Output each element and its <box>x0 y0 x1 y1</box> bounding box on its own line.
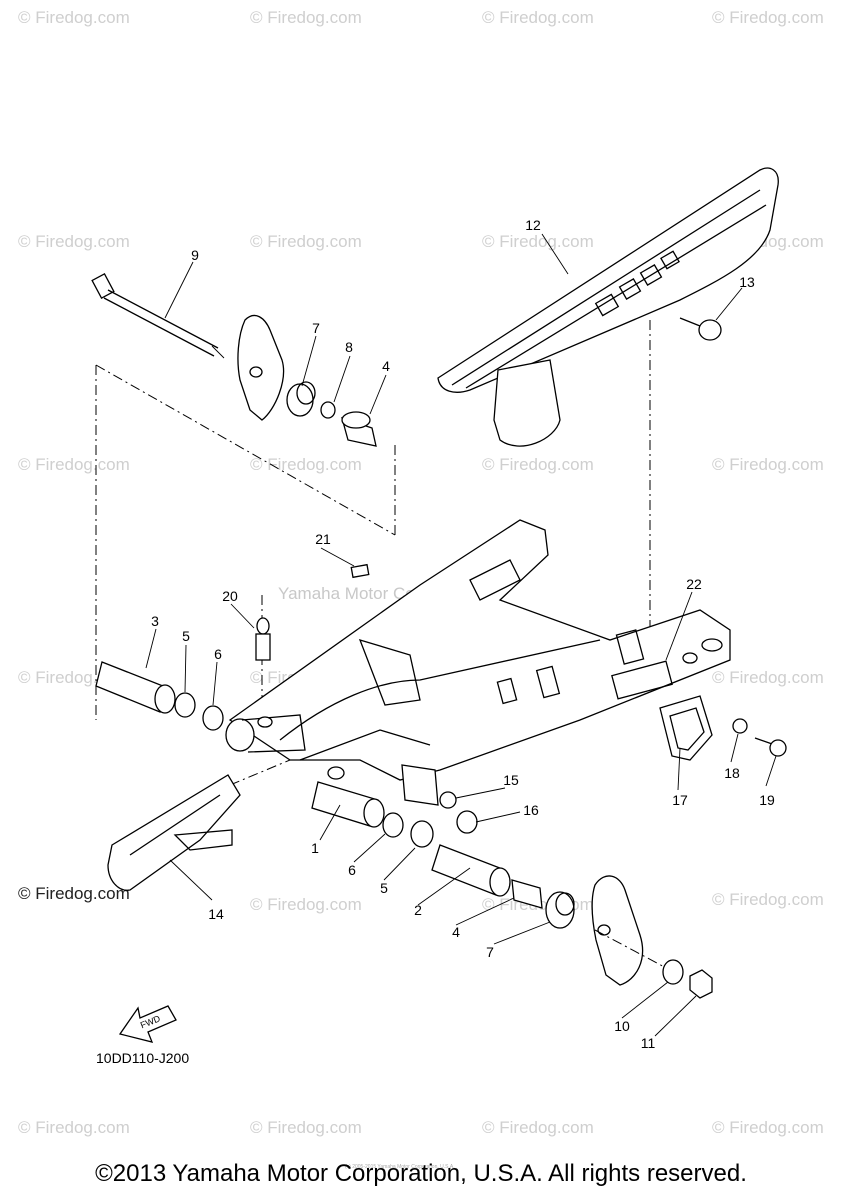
firedog-watermark: © Firedog.com <box>18 8 130 27</box>
callout-number: 3 <box>151 613 159 629</box>
callout-number: 4 <box>452 924 460 940</box>
callout-number: 12 <box>525 217 541 233</box>
callout-number: 5 <box>182 628 190 644</box>
callout-number: 1 <box>311 840 319 856</box>
copyright-notice: ©2013 Yamaha Motor Corporation, U.S.A. A… <box>95 1160 747 1187</box>
callout-number: 16 <box>523 802 539 818</box>
firedog-watermark: © Firedog.com <box>712 455 824 474</box>
swingarm <box>225 519 731 781</box>
callout-number: 17 <box>672 792 688 808</box>
callout-number: 8 <box>345 339 353 355</box>
callout-number: 7 <box>486 944 494 960</box>
callout-number: 19 <box>759 792 775 808</box>
callout-number: 14 <box>208 906 224 922</box>
callout-number: 20 <box>222 588 238 604</box>
callout-number: 2 <box>414 902 422 918</box>
firedog-watermark: © Firedog.com <box>250 895 362 914</box>
diagram-code: 10DD110-J200 <box>96 1050 190 1066</box>
callout-number: 5 <box>380 880 388 896</box>
guard-bolt <box>679 317 722 341</box>
chain-slider <box>107 774 241 891</box>
callout-number: 10 <box>614 1018 630 1034</box>
callout-number: 22 <box>686 576 702 592</box>
firedog-watermark: © Firedog.com <box>250 455 362 474</box>
firedog-watermark: © Firedog.com <box>712 1118 824 1137</box>
firedog-watermark: © Firedog.com <box>712 8 824 27</box>
callout-number: 21 <box>315 531 331 547</box>
fwd-arrow-icon: FWD <box>118 1005 177 1043</box>
firedog-watermark: © Firedog.com <box>250 1118 362 1137</box>
chain-guard <box>437 167 779 447</box>
firedog-watermark: © Firedog.com <box>482 232 594 251</box>
fine-print: (c) 2005-2015 Yamaha Motor Corporation, … <box>345 1164 455 1170</box>
firedog-watermark: © Firedog.com <box>18 232 130 251</box>
firedog-watermark: © Firedog.com <box>250 232 362 251</box>
pivot-bolt <box>91 273 225 359</box>
firedog-watermark-dark: © Firedog.com <box>18 884 130 903</box>
firedog-watermark: © Firedog.com <box>482 455 594 474</box>
firedog-watermark: © Firedog.com <box>18 1118 130 1137</box>
callout-number: 11 <box>640 1035 656 1051</box>
firedog-watermark: © Firedog.com <box>250 8 362 27</box>
firedog-watermark: © Firedog.com <box>712 890 824 909</box>
callout-number: 9 <box>191 247 199 263</box>
callout-number: 4 <box>382 358 390 374</box>
bushing-upper <box>341 411 377 447</box>
firedog-watermark: © Firedog.com <box>712 668 824 687</box>
callout-number: 13 <box>739 274 755 290</box>
callout-number: 18 <box>724 765 740 781</box>
callout-number: 6 <box>348 862 356 878</box>
firedog-watermark: © Firedog.com <box>482 8 594 27</box>
collar-upper <box>286 381 316 417</box>
callout-number: 7 <box>312 320 320 336</box>
firedog-watermark: © Firedog.com <box>482 1118 594 1137</box>
callout-number: 6 <box>214 646 222 662</box>
firedog-watermark: © Firedog.com <box>18 455 130 474</box>
callout-number: 15 <box>503 772 519 788</box>
grease-nipple <box>255 617 271 661</box>
